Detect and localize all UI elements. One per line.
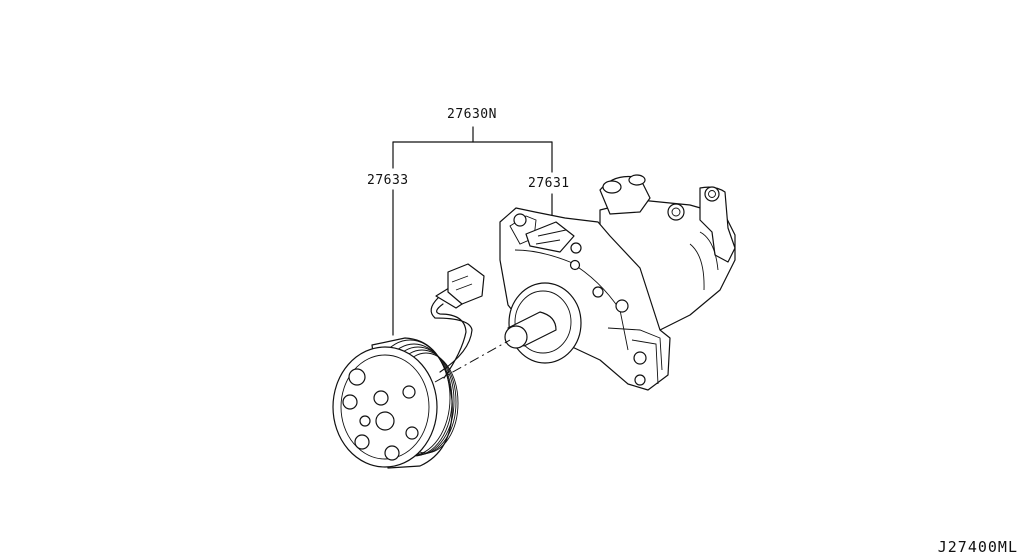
part-number-clutch: 27633: [367, 173, 409, 188]
clutch-pulley: [332, 337, 459, 469]
clutch-connector: [430, 263, 485, 379]
diagram-code: J27400ML: [937, 538, 1018, 556]
shaft-center-line: [434, 339, 511, 383]
leader-lines: [392, 126, 553, 336]
part-number-assembly: 27630N: [447, 107, 497, 122]
part-number-compressor: 27631: [528, 176, 570, 191]
compressor-body: [499, 174, 736, 391]
